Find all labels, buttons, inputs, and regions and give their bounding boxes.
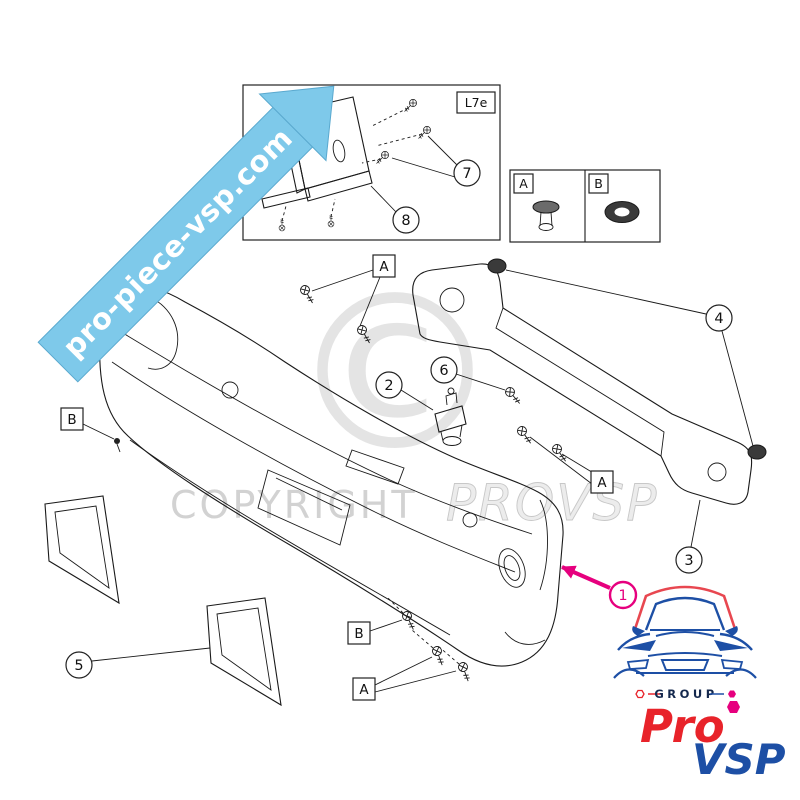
label-a-bottom: A xyxy=(352,656,457,701)
l7e-label-box xyxy=(456,91,496,114)
label-a-text: A xyxy=(379,259,389,275)
logo-group-row: GROUP xyxy=(635,687,736,701)
logo-pro-text: Pro xyxy=(640,700,725,753)
label-a-text: A xyxy=(359,682,369,698)
callout-8: 8 xyxy=(370,185,420,234)
label-a-text: A xyxy=(597,475,607,491)
callout-5: 5 xyxy=(65,647,211,679)
callout-4-number: 4 xyxy=(714,311,723,327)
callout-4: 4 xyxy=(505,269,754,447)
screw-icon xyxy=(430,644,447,668)
hexagon-icon xyxy=(728,690,736,698)
grommet-cap xyxy=(747,444,767,460)
screw-icon xyxy=(550,442,570,465)
loose-screws xyxy=(114,283,570,684)
fastener-legend: A B xyxy=(509,169,661,243)
site-ribbon-text: pro-piece-vsp.com xyxy=(56,121,299,364)
legend-a-label: A xyxy=(519,176,528,191)
screw-icon xyxy=(515,424,535,447)
label-b-left: B xyxy=(60,407,115,440)
callout-1-number: 1 xyxy=(618,588,627,604)
copyright-watermark: © COPYRIGHT PROVSP xyxy=(170,248,658,532)
bumper-skin-drawing xyxy=(98,284,564,667)
callout-6: 6 xyxy=(430,356,506,391)
ribbon-arrow-icon xyxy=(258,85,335,162)
callout-7: 7 xyxy=(391,135,481,187)
label-b-bottom: B xyxy=(347,619,403,645)
inner-panel-drawing xyxy=(412,258,767,505)
hexagon-icon xyxy=(727,701,740,713)
label-b-text: B xyxy=(67,412,76,428)
callout-7-number: 7 xyxy=(462,166,471,182)
legend-b-label: B xyxy=(594,176,603,191)
rivet-pin xyxy=(114,438,120,444)
provsp-logo: GROUP Pro VSP xyxy=(613,585,786,784)
grommet-icon xyxy=(604,201,640,223)
logo-group-text: GROUP xyxy=(654,687,717,701)
brand-text-watermark: PROVSP xyxy=(446,474,658,532)
mudflap-fins-drawing xyxy=(44,495,282,707)
highlight-arrow xyxy=(561,565,611,590)
screw-icon xyxy=(456,660,473,684)
logo-vsp-text: VSP xyxy=(692,735,786,784)
callout-5-number: 5 xyxy=(74,658,83,674)
callout-2: 2 xyxy=(375,371,434,411)
car-logo-icon xyxy=(613,585,757,679)
label-b-text: B xyxy=(354,626,363,642)
l7e-label: L7e xyxy=(465,95,488,110)
callout-1-highlight: 1 xyxy=(561,565,638,610)
hexagon-icon xyxy=(635,689,645,699)
copyright-text-watermark: COPYRIGHT xyxy=(170,483,418,527)
screw-icon xyxy=(503,385,524,407)
callout-2-number: 2 xyxy=(384,378,393,394)
callout-3-number: 3 xyxy=(684,553,693,569)
label-a-top: A xyxy=(311,254,396,327)
callout-6-number: 6 xyxy=(439,363,448,379)
callout-8-number: 8 xyxy=(401,213,410,229)
callout-3: 3 xyxy=(675,499,703,574)
push-clip-icon xyxy=(532,200,560,231)
label-a-right: A xyxy=(529,436,614,494)
sensor-part-drawing xyxy=(434,387,467,446)
grommet-cap xyxy=(487,258,507,274)
